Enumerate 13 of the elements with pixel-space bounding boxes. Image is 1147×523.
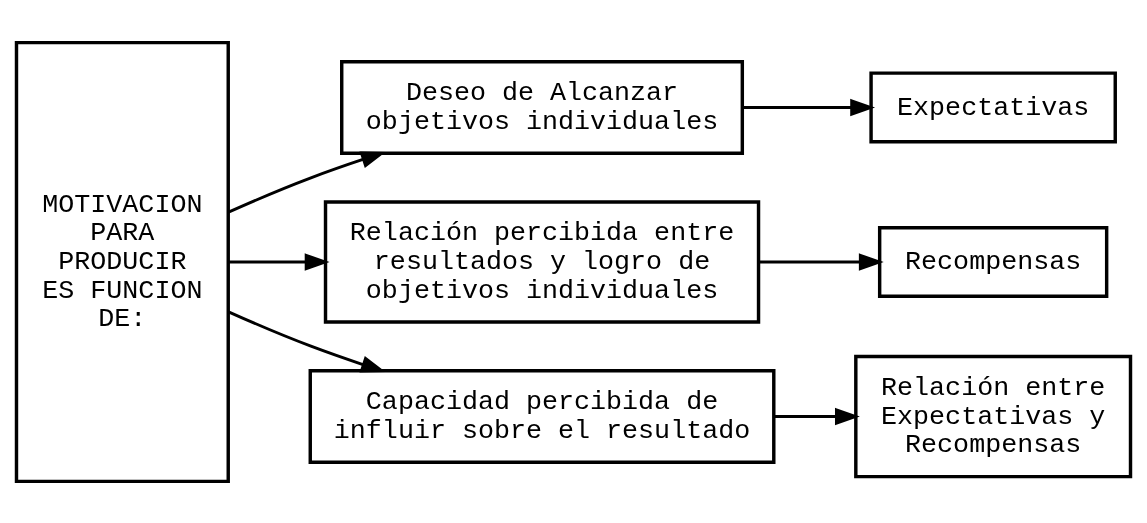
node-box: MOTIVACION PARA PRODUCIR ES FUNCION DE: [14, 40, 230, 483]
node-box: Recompensas [877, 225, 1109, 298]
arrow [774, 407, 860, 425]
arrow [227, 150, 386, 213]
node-box: Deseo de Alcanzar objetivos individuales [340, 59, 745, 155]
node-box: Capacidad percibida de influir sobre el resultado [308, 368, 776, 464]
node-box: Expectativas [869, 70, 1117, 144]
arrow [227, 310, 386, 373]
node-box: Relación percibida entre resultados y logro de objetivos individuales [323, 199, 761, 324]
arrow [228, 252, 330, 271]
arrow [759, 252, 884, 271]
arrow [742, 98, 876, 116]
node-box: Relación entre Expectativas y Recompensas [854, 354, 1133, 478]
